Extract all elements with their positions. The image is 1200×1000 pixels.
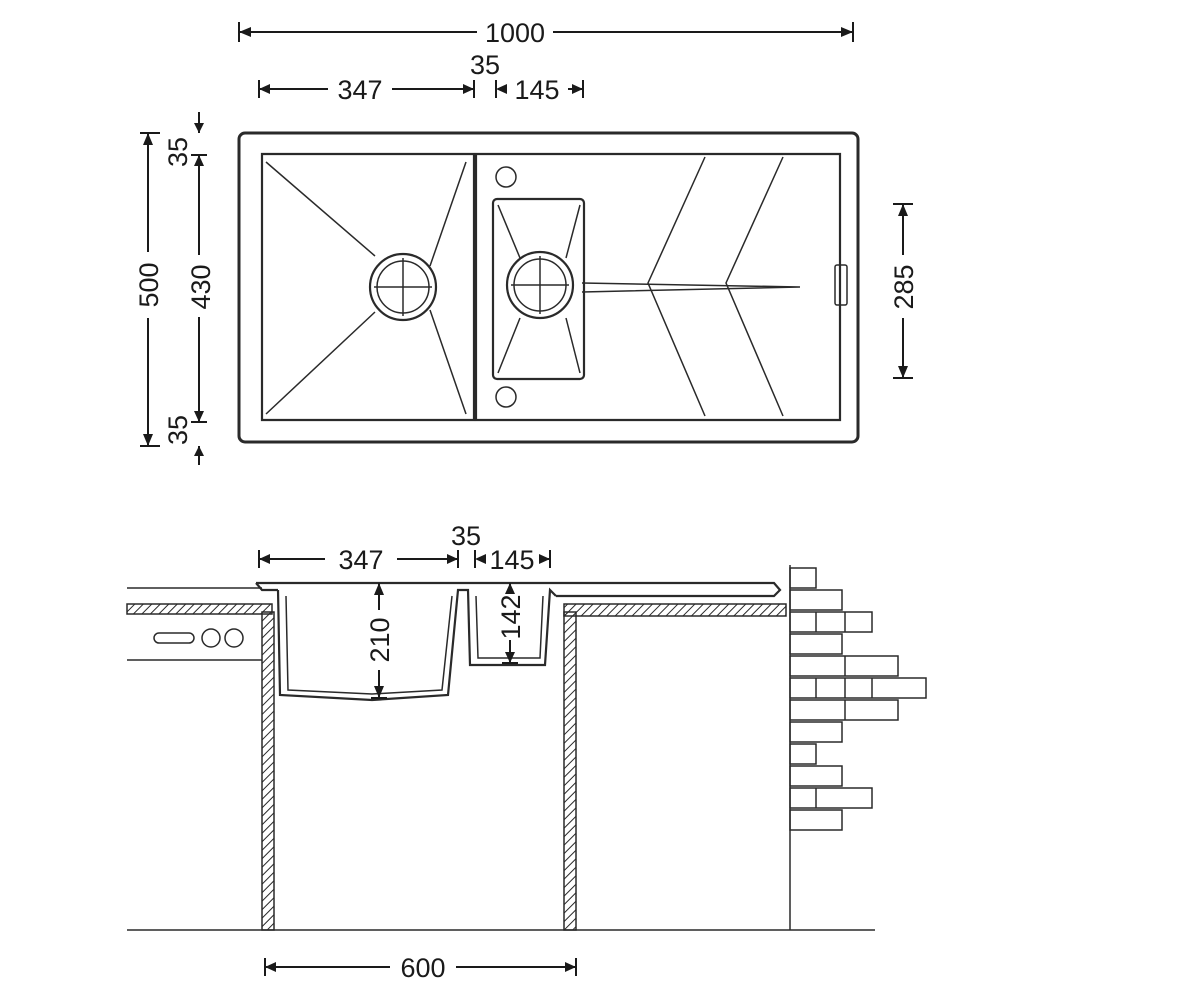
appliance-handle-icon (153, 632, 195, 644)
dim-gap: 35 (470, 50, 500, 80)
small-bowl-drain (505, 250, 575, 320)
tap-hole-icon (495, 386, 517, 408)
section-dim-second-bowl-width: 145 (489, 545, 534, 575)
dim-back-rim: 35 (163, 137, 193, 167)
brick-wall (789, 565, 927, 930)
dim-overall-depth: 500 (134, 262, 164, 307)
small-bowl (491, 197, 586, 381)
section-dim-gap: 35 (451, 521, 481, 551)
appliance-knob-icon (201, 628, 221, 648)
section-dim-main-bowl-width: 347 (338, 545, 383, 575)
cabinet-left-wall (261, 611, 275, 931)
worktop-left (126, 603, 273, 615)
dim-inner-depth: 430 (186, 264, 216, 309)
tap-hole-icon (495, 166, 517, 188)
small-bowl-and-drainer (474, 152, 848, 422)
section-dim-cabinet-width: 600 (400, 953, 445, 983)
section-dim-second-bowl-depth: 142 (496, 594, 526, 639)
overflow-slot-icon (834, 264, 848, 306)
sink-outline (237, 131, 860, 444)
dim-overall-width: 1000 (485, 18, 545, 48)
main-bowl (260, 152, 476, 422)
section-view: 347 35 145 210 142 600 (126, 521, 927, 983)
top-view: 1000 347 35 145 500 35 430 (134, 18, 919, 465)
cabinet-right-wall (563, 611, 577, 931)
dim-main-bowl-width: 347 (337, 75, 382, 105)
main-bowl-drain (368, 252, 438, 322)
dim-second-bowl-width: 145 (514, 75, 559, 105)
dim-front-rim: 35 (163, 415, 193, 445)
section-dim-main-bowl-depth: 210 (365, 617, 395, 662)
dim-drainer-depth: 285 (889, 264, 919, 309)
worktop-right (563, 603, 787, 617)
main-bowl-section (276, 587, 557, 702)
appliance-knob-icon (224, 628, 244, 648)
